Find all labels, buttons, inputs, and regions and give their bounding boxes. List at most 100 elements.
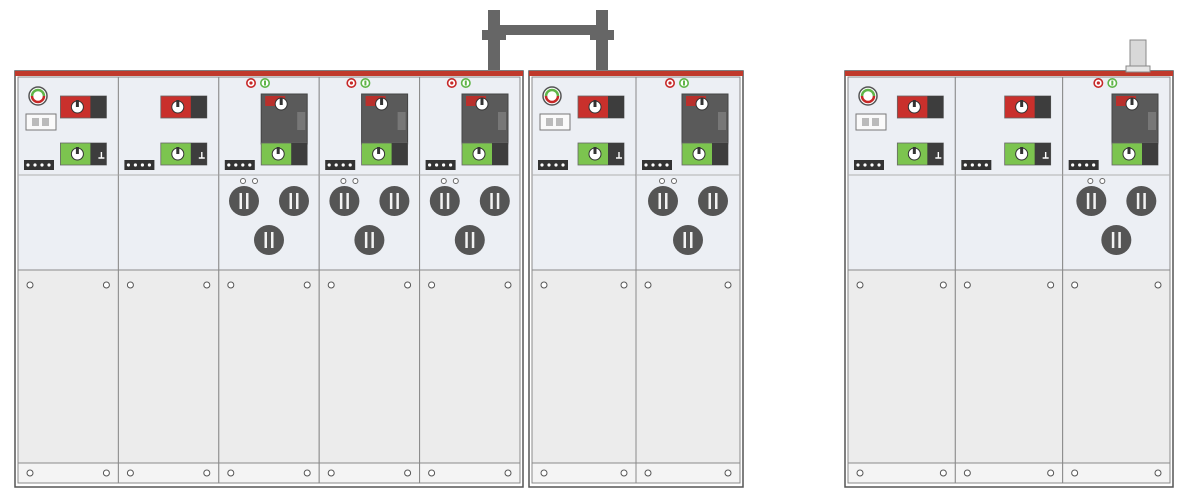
- mimic-dot: [1071, 163, 1075, 167]
- earth-symbol-icon: [98, 152, 105, 159]
- base-screw: [102, 469, 110, 477]
- nameplate-window: [546, 118, 553, 126]
- switch-operating-icon: [1127, 147, 1131, 154]
- door-screw: [644, 281, 652, 289]
- voltage-indicator-icon: [30, 88, 46, 97]
- mimic-dot: [140, 163, 144, 167]
- nameplate-window: [32, 118, 39, 126]
- unit-fuse-switch: [1062, 76, 1171, 484]
- earth-symbol-icon: [616, 152, 622, 159]
- mimic-dot: [449, 163, 453, 167]
- mimic-dot: [665, 163, 669, 167]
- switch-operating-icon: [697, 147, 701, 154]
- counter-window: [397, 112, 406, 130]
- base-screw: [939, 469, 947, 477]
- trip-indicator: [1116, 96, 1136, 106]
- mimic-dot: [133, 163, 137, 167]
- door-screw: [203, 281, 211, 289]
- switch-operating-icon: [912, 147, 916, 154]
- fuse-holder-icon: [292, 193, 296, 209]
- mimic-dot: [248, 163, 252, 167]
- mimic-strip: [224, 160, 255, 170]
- unit-fuse-switch: [635, 76, 741, 484]
- switch-operating-icon: [1020, 100, 1024, 107]
- top-trim: [529, 71, 743, 76]
- lower-door: [531, 269, 637, 464]
- door-screw: [102, 281, 110, 289]
- disconnector-block-handle-slot: [1034, 96, 1051, 118]
- switch-operating-icon: [593, 100, 597, 107]
- door-screw: [327, 281, 335, 289]
- indicator-ring: [340, 178, 347, 184]
- indicator-ring: [352, 178, 359, 184]
- door-screw: [724, 281, 732, 289]
- fuse-holder-icon: [1114, 232, 1119, 248]
- voltage-indicator-icon: [544, 88, 560, 97]
- earthing-switch-block-handle-slot: [291, 143, 308, 165]
- mimic-dot: [40, 163, 44, 167]
- busbar-clamp: [590, 30, 614, 40]
- fuse-holder-icon: [442, 193, 447, 209]
- base-screw: [26, 469, 34, 477]
- status-lamp-icon: [668, 81, 672, 85]
- base-screw: [126, 469, 134, 477]
- counter-window: [297, 112, 306, 130]
- door-screw: [1071, 281, 1079, 289]
- mimic-dot: [540, 163, 544, 167]
- lower-door: [318, 269, 421, 464]
- mimic-dot: [651, 163, 655, 167]
- base-plinth: [635, 462, 741, 484]
- base-plinth: [1062, 462, 1171, 484]
- mimic-strip: [538, 160, 568, 170]
- switch-operating-icon: [377, 147, 381, 154]
- status-lamp-icon: [683, 80, 685, 86]
- base-screw: [504, 469, 512, 477]
- mimic-dot: [241, 163, 245, 167]
- base-plinth: [419, 462, 521, 484]
- nameplate-window: [556, 118, 563, 126]
- door-screw: [1154, 281, 1162, 289]
- indicator-ring: [452, 178, 459, 184]
- switch-operating-icon: [480, 98, 484, 105]
- disconnector-block-handle-slot: [927, 96, 944, 118]
- nameplate-window: [872, 118, 879, 126]
- unit-switch: [954, 76, 1064, 484]
- mimic-dot: [644, 163, 648, 167]
- earth-symbol-icon: [198, 152, 205, 159]
- lower-door: [218, 269, 320, 464]
- base-plinth: [531, 462, 637, 484]
- base-screw: [1047, 469, 1055, 477]
- base-screw: [428, 469, 436, 477]
- switch-operating-icon: [477, 147, 481, 154]
- base-screw: [227, 469, 235, 477]
- nameplate-window: [42, 118, 49, 126]
- switch-operating-icon: [279, 98, 283, 105]
- unit-switch: [117, 76, 220, 484]
- status-lamp-icon: [450, 81, 454, 85]
- lower-door: [1062, 269, 1171, 464]
- switch-operating-icon: [912, 100, 916, 107]
- indicator-ring: [1099, 178, 1106, 184]
- earthing-switch-block-handle-slot: [492, 143, 508, 165]
- door-screw: [963, 281, 971, 289]
- fuse-holder-icon: [1139, 193, 1144, 209]
- cable-box-base: [1125, 65, 1151, 73]
- mimic-dot: [327, 163, 331, 167]
- fuse-holder-icon: [661, 193, 665, 209]
- door-screw: [620, 281, 628, 289]
- mimic-dot: [435, 163, 439, 167]
- base-screw: [724, 469, 732, 477]
- door-screw: [126, 281, 134, 289]
- earth-symbol-icon: [1042, 152, 1049, 159]
- indicator-ring: [1087, 178, 1094, 184]
- fuse-holder-icon: [367, 232, 372, 248]
- switch-operating-icon: [593, 147, 597, 154]
- mimic-strip: [961, 160, 992, 170]
- voltage-indicator-icon: [860, 88, 876, 97]
- earthing-switch-block-handle-slot: [927, 143, 944, 165]
- base-screw: [203, 469, 211, 477]
- switch-operating-icon: [75, 147, 79, 154]
- door-screw: [939, 281, 947, 289]
- door-screw: [1047, 281, 1055, 289]
- trip-indicator: [365, 96, 386, 106]
